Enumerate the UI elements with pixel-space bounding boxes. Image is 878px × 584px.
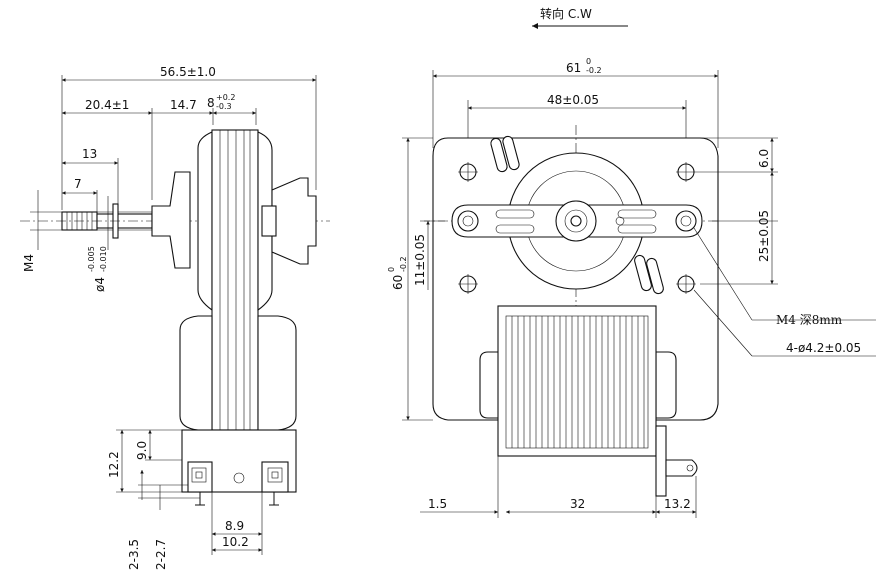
width-61-label: 61 (566, 61, 581, 75)
svg-text:-0.3: -0.3 (216, 102, 232, 111)
dim-overall-length-label: 56.5±1.0 (160, 65, 216, 79)
front-terminal-tab (665, 459, 698, 477)
thread-size-label: M4 (22, 254, 36, 272)
coil-frame (497, 305, 657, 457)
term-13-2-label: 13.2 (664, 497, 691, 511)
dim-shaft-7-label: 7 (74, 177, 82, 191)
dim-shaft-extension-label: 20.4±1 (85, 98, 129, 112)
svg-text:0: 0 (586, 57, 591, 66)
coil-right (257, 315, 297, 431)
stator-stack (211, 129, 259, 431)
svg-text:-0.2: -0.2 (586, 66, 602, 75)
height-12-2-label: 12.2 (107, 451, 121, 478)
hole-spacing-48-label: 48±0.05 (547, 93, 599, 107)
coil-left (179, 315, 213, 431)
coil-32-label: 32 (570, 497, 585, 511)
term-8-9-label: 8.9 (225, 519, 244, 533)
bottom-1-5-label: 1.5 (428, 497, 447, 511)
pin-2-3-5-label: 2-3.5 (127, 539, 141, 570)
terminal-right (261, 461, 289, 493)
dim-shaft-13-label: 13 (82, 147, 97, 161)
front-hub (151, 171, 191, 269)
terminal-left (187, 461, 213, 493)
side-view: 56.5±1.0 20.4±1 14.7 8 +0.2 -0.3 13 7 M4… (20, 65, 330, 570)
shaft-diameter-label: ø4 (93, 277, 107, 292)
height-60-label: 60 (391, 275, 405, 290)
rear-bracket (271, 177, 317, 265)
rotation-direction: 转向 C.W (532, 6, 628, 29)
svg-text:-0.010: -0.010 (99, 246, 108, 272)
coil-winding (505, 315, 649, 449)
height-9-0-label: 9.0 (135, 441, 149, 460)
dim-hub-offset-label: 14.7 (170, 98, 197, 112)
term-10-2-label: 10.2 (222, 535, 249, 549)
svg-text:-0.005: -0.005 (87, 246, 96, 272)
m4-hole-callout: M4 深8mm (776, 313, 843, 327)
svg-text:0: 0 (387, 267, 396, 272)
m4-threaded-hole (675, 210, 697, 232)
holes-callout: 4-ø4.2±0.05 (786, 341, 861, 355)
offset-11-label: 11±0.05 (413, 234, 427, 286)
svg-text:+0.2: +0.2 (216, 93, 235, 102)
svg-text:-0.2: -0.2 (399, 256, 408, 272)
front-terminal-post (655, 425, 667, 497)
dim-stator-width-label: 8 (207, 96, 215, 110)
spacing-25-label: 25±0.05 (757, 210, 771, 262)
top-6-label: 6.0 (757, 149, 771, 168)
pin-2-2-7-label: 2-2.7 (154, 539, 168, 570)
rotation-label: 转向 C.W (540, 6, 592, 21)
front-view: 61 0 -0.2 48±0.05 60 0 -0.2 11±0.05 (387, 57, 876, 518)
